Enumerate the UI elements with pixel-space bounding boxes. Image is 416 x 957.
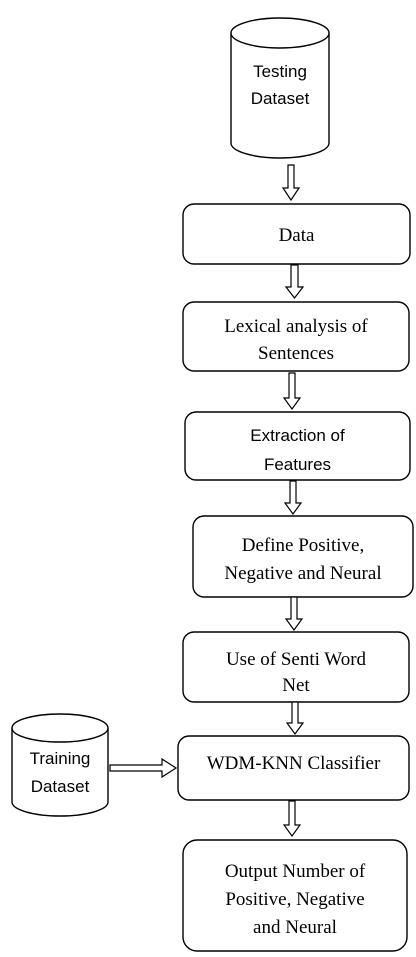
step-data-box: Data bbox=[182, 203, 411, 265]
arrow-training-to-classifier bbox=[109, 757, 178, 779]
testing-dataset-label-line-1: Testing bbox=[253, 62, 307, 81]
step-feature-extraction-label-line-1: Extraction of bbox=[250, 426, 345, 445]
step-output-label-line-1: Output Number of bbox=[225, 861, 366, 882]
arrow-sentiwordnet-to-classifier bbox=[285, 701, 305, 736]
arrow-classifier-to-output bbox=[282, 800, 302, 838]
testing-dataset-label-line-2: Dataset bbox=[251, 89, 310, 108]
step-output-label-line-2: Positive, Negative bbox=[225, 889, 364, 910]
training-dataset-label-line-2: Dataset bbox=[31, 777, 90, 796]
arrow-lexical-to-extraction bbox=[282, 372, 302, 411]
step-lexical-analysis-box: Lexical analysis of Sentences bbox=[182, 301, 410, 372]
step-feature-extraction-label-line-2: Features bbox=[264, 455, 331, 474]
step-data-label: Data bbox=[279, 225, 315, 246]
training-dataset-cylinder: Training Dataset bbox=[11, 713, 109, 817]
step-sentiwordnet-label-line-1: Use of Senti Word bbox=[226, 649, 367, 670]
testing-dataset-cylinder: Testing Dataset bbox=[230, 17, 330, 159]
step-sentiwordnet-label-line-2: Net bbox=[282, 675, 310, 696]
step-sentiwordnet-box: Use of Senti Word Net bbox=[182, 631, 410, 703]
step-define-sentiment-label-line-2: Negative and Neural bbox=[224, 563, 381, 584]
training-dataset-label-line-1: Training bbox=[30, 749, 91, 768]
arrow-testing-to-data bbox=[281, 164, 301, 202]
step-lexical-analysis-label-line-1: Lexical analysis of bbox=[224, 316, 368, 337]
step-define-sentiment-box: Define Positive, Negative and Neural bbox=[192, 515, 414, 598]
arrow-data-to-lexical bbox=[284, 264, 305, 299]
step-feature-extraction-box: Extraction of Features bbox=[184, 411, 411, 481]
step-output-label-line-3: and Neural bbox=[253, 917, 337, 938]
arrow-extraction-to-define bbox=[283, 480, 303, 516]
step-wdm-knn-classifier-label: WDM-KNN Classifier bbox=[207, 753, 381, 774]
step-lexical-analysis-label-line-2: Sentences bbox=[258, 343, 334, 364]
step-define-sentiment-label-line-1: Define Positive, bbox=[242, 535, 364, 556]
step-output-box: Output Number of Positive, Negative and … bbox=[182, 839, 408, 952]
step-wdm-knn-classifier-box: WDM-KNN Classifier bbox=[177, 735, 410, 801]
arrow-define-to-sentiwordnet bbox=[284, 596, 304, 632]
